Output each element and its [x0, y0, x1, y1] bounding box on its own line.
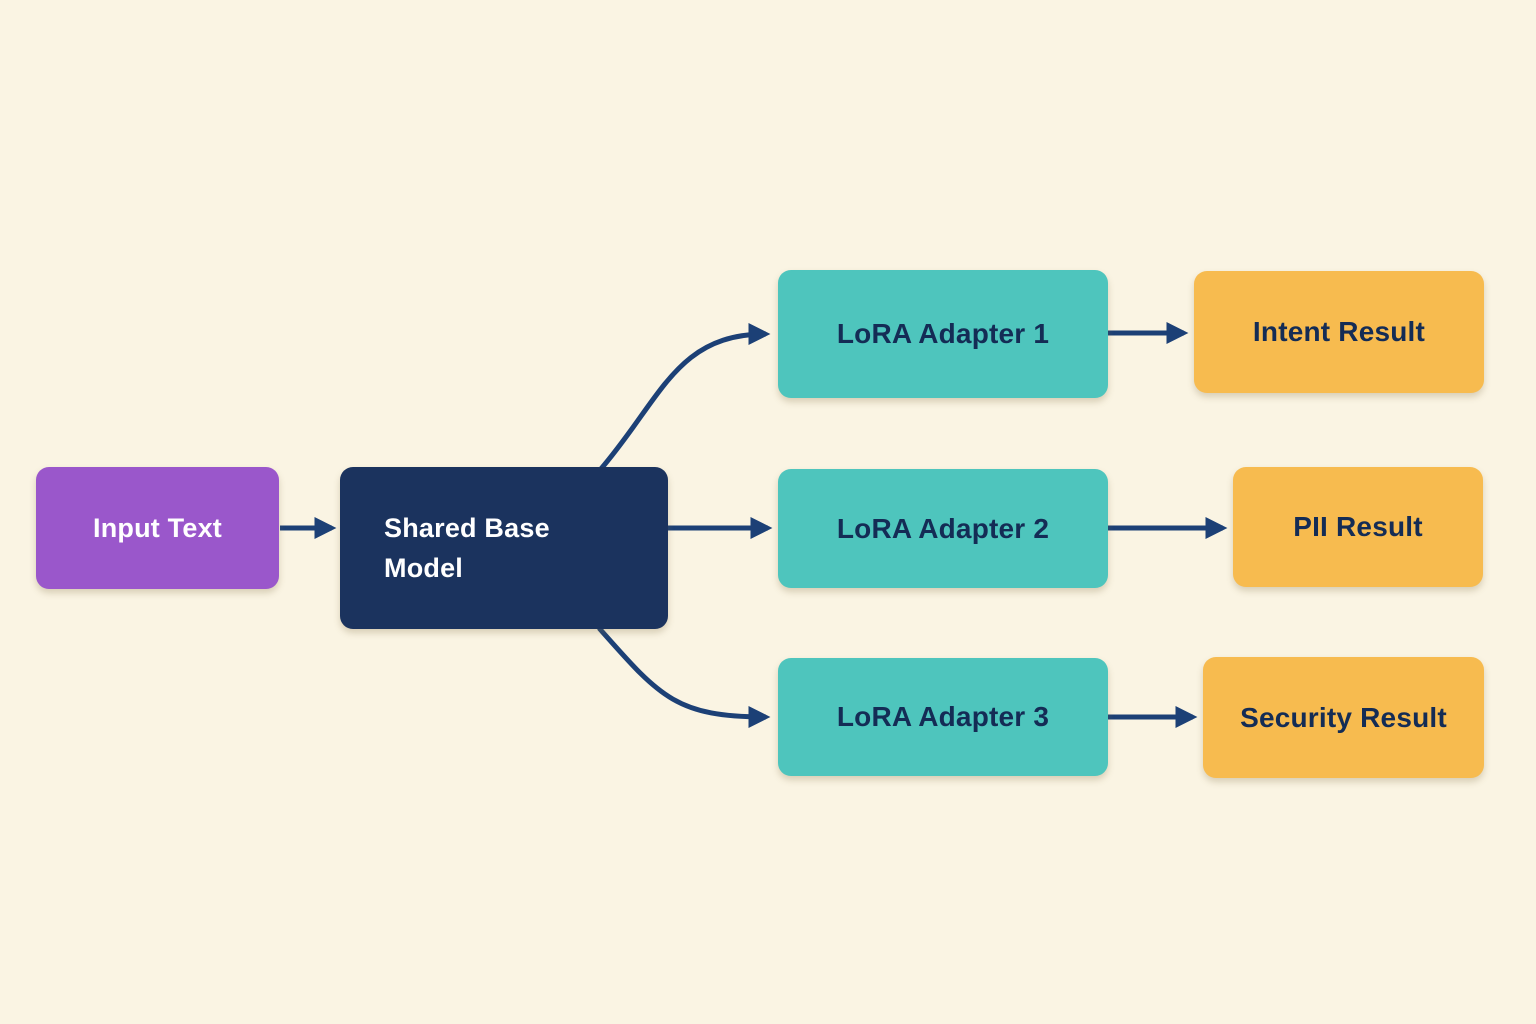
node-input-text: Input Text: [36, 467, 279, 589]
node-intent-result-label: Intent Result: [1252, 316, 1426, 347]
node-input-text-label: Input Text: [93, 512, 222, 543]
node-security-result: Security Result: [1203, 657, 1484, 778]
node-shared-base-model-label: Shared Base Model: [384, 512, 550, 584]
node-intent-result: Intent Result: [1194, 271, 1484, 393]
node-lora-adapter-2: LoRA Adapter 2: [778, 469, 1108, 588]
edge-base-to-adapter-1: [598, 323, 771, 472]
node-lora-adapter-1: LoRA Adapter 1: [778, 270, 1108, 398]
node-lora-adapter-3: LoRA Adapter 3: [778, 658, 1108, 776]
node-shared-base-model: Shared Base Model: [340, 467, 668, 629]
edge-base-to-adapter-3: [597, 626, 771, 728]
node-pii-result: PII Result: [1233, 467, 1483, 587]
node-lora-adapter-2-label: LoRA Adapter 2: [836, 512, 1050, 544]
node-lora-adapter-3-label: LoRA Adapter 3: [836, 701, 1050, 732]
node-pii-result-label: PII Result: [1293, 511, 1423, 542]
node-lora-adapter-1-label: LoRA Adapter 1: [836, 318, 1050, 349]
node-security-result-label: Security Result: [1240, 701, 1447, 733]
